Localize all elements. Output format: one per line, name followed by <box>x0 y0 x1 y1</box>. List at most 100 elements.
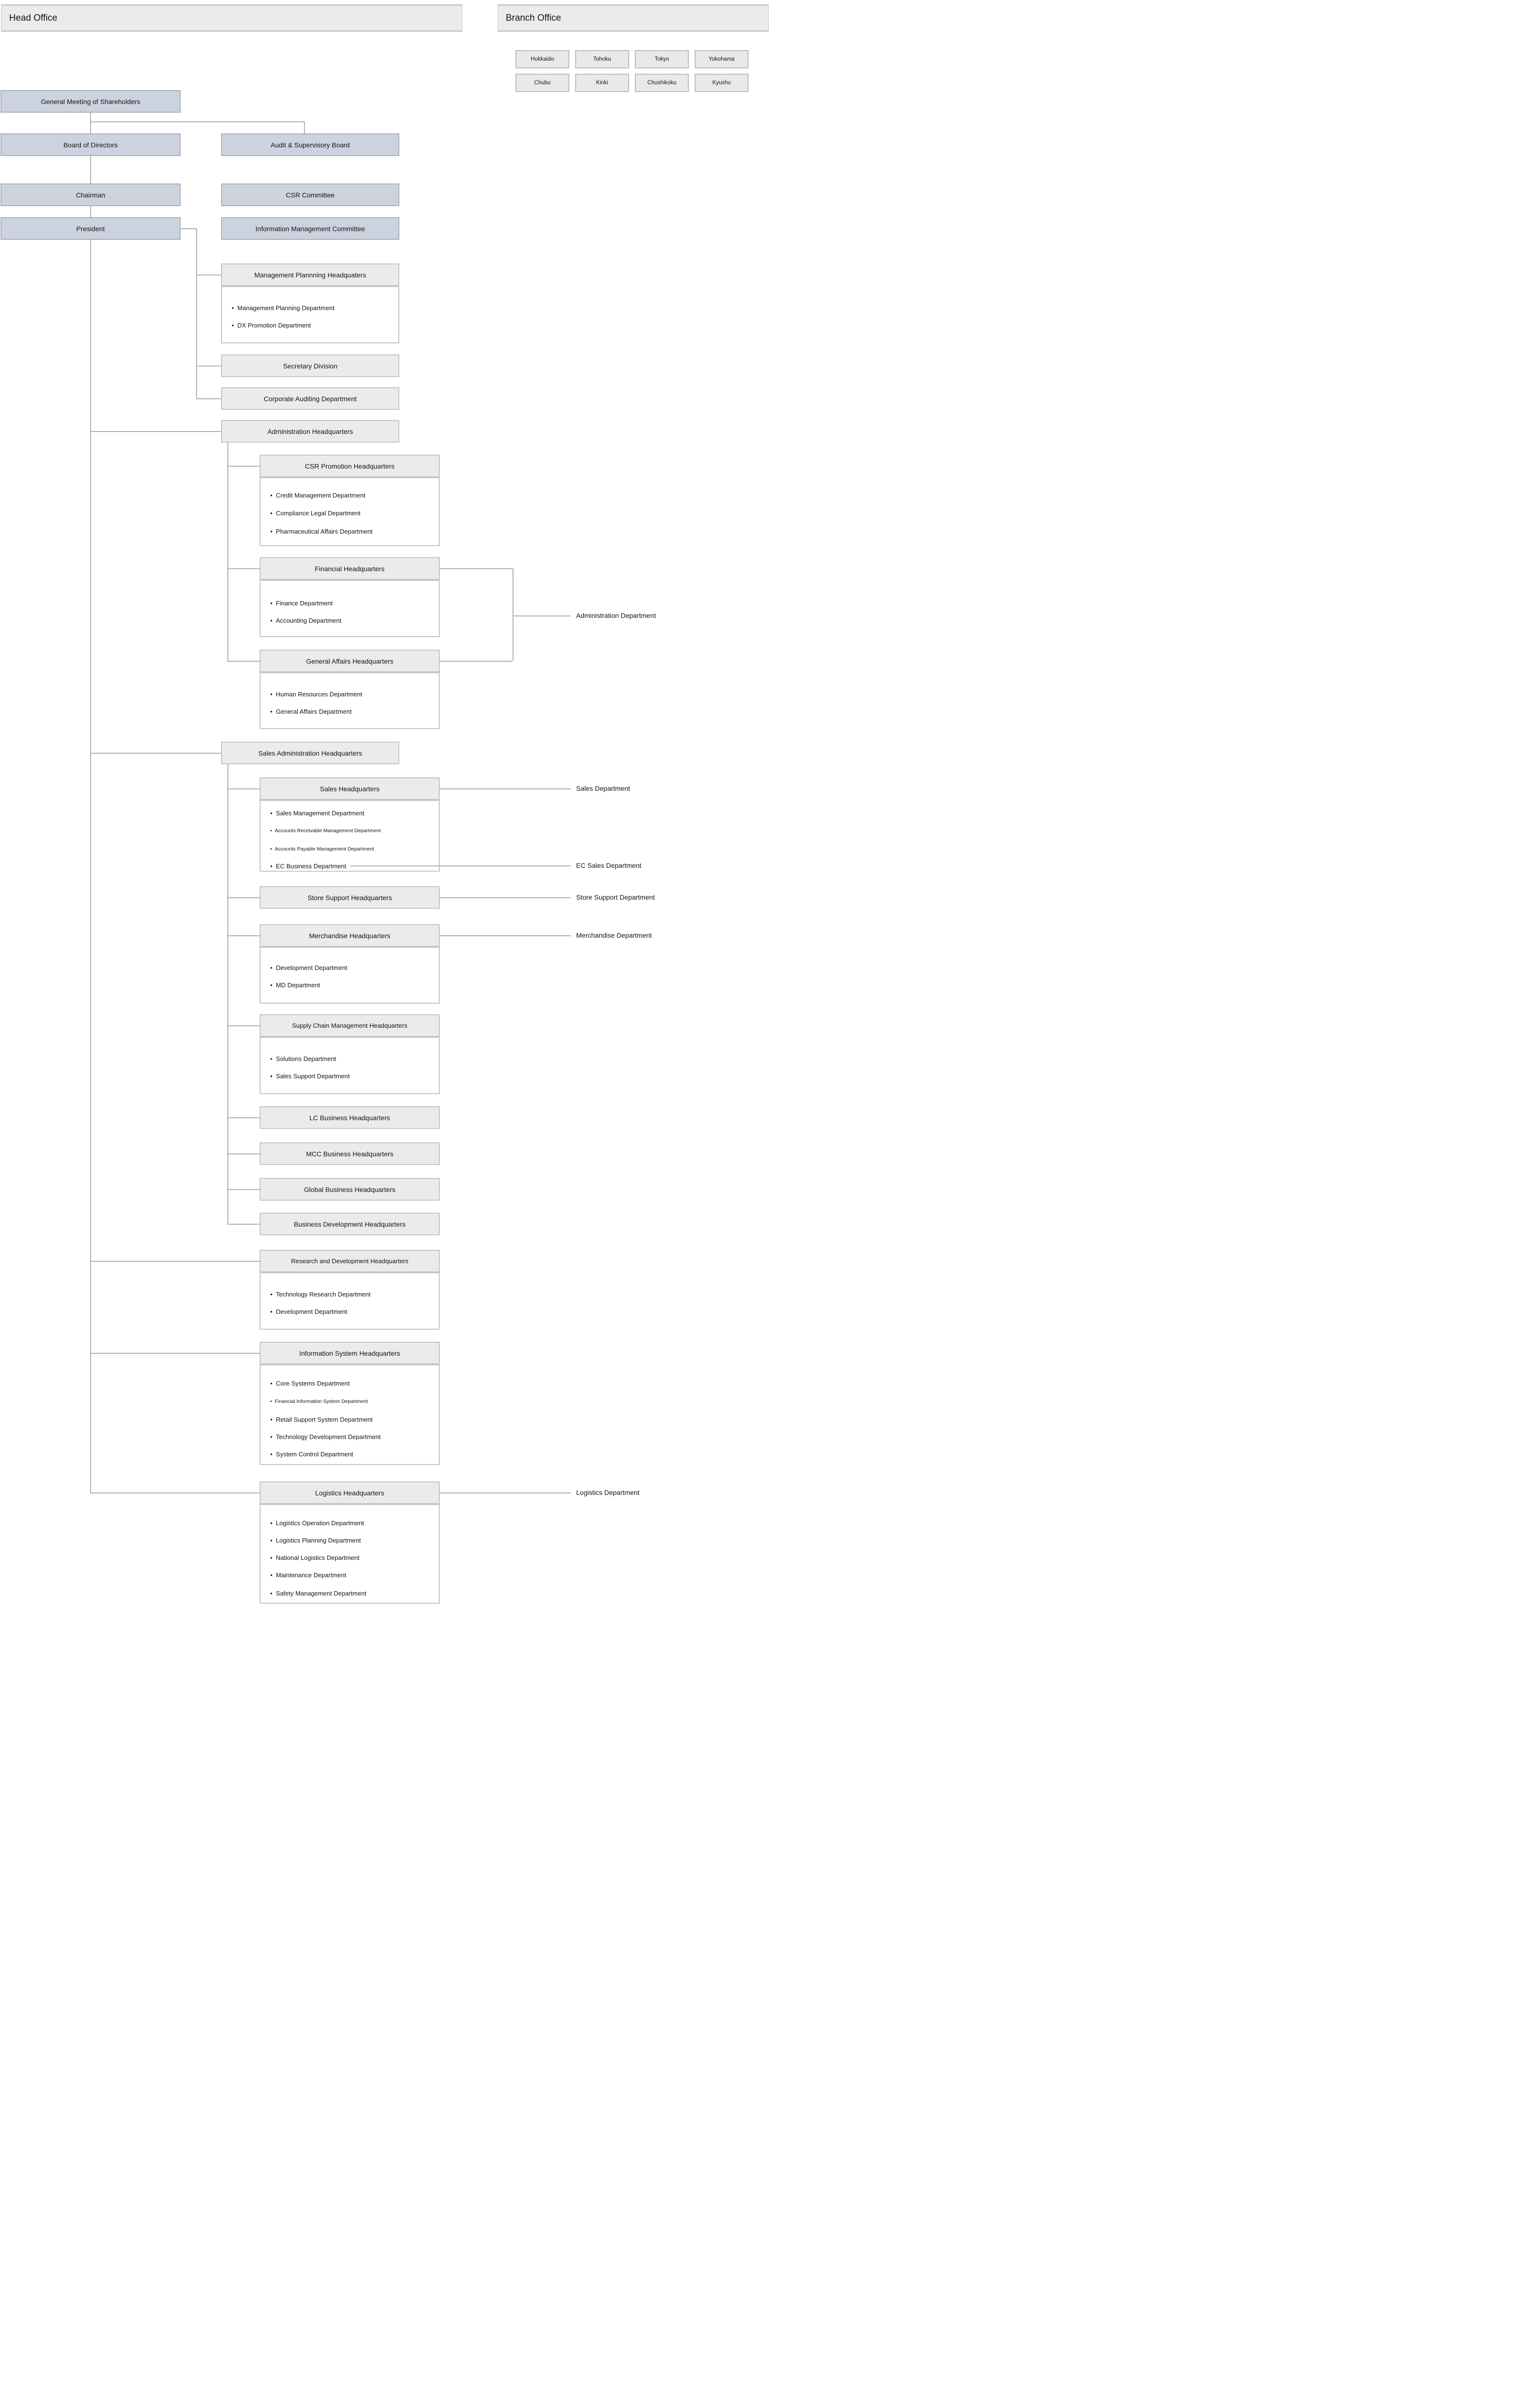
secretary-division-box: Secretary Division <box>221 354 399 377</box>
ec-sales-department-label: EC Sales Department <box>576 862 642 869</box>
connector <box>227 1224 260 1225</box>
sales-administration-hq-box: Sales Administration Headquarters <box>221 742 399 764</box>
department-item: System Control Department <box>270 1451 353 1458</box>
administration-hq-box: Administration Headquarters <box>221 420 399 443</box>
connector <box>227 764 228 1224</box>
department-item: Compliance Legal Department <box>270 510 361 517</box>
financial-hq-departments: Finance Department Accounting Department <box>260 580 440 637</box>
connector <box>90 1261 260 1262</box>
administration-department-label: Administration Department <box>576 612 656 619</box>
connector <box>227 661 260 662</box>
department-item: Safety Management Department <box>270 1590 367 1597</box>
connector <box>227 466 260 467</box>
department-item: Pharmaceutical Affairs Department <box>270 528 373 536</box>
department-item: Human Resources Department <box>270 691 362 698</box>
branch-box-chushikoku: Chushikoku <box>635 74 689 92</box>
department-item: MD Department <box>270 982 320 989</box>
department-item: Technology Development Department <box>270 1433 381 1441</box>
connector <box>227 1153 260 1154</box>
global-business-hq-box: Global Business Headquarters <box>260 1178 440 1201</box>
department-item: Finance Department <box>270 600 333 607</box>
store-support-department-label: Store Support Department <box>576 893 655 901</box>
department-item: Development Department <box>270 1308 347 1316</box>
connector <box>90 121 304 122</box>
lc-business-hq-box: LC Business Headquarters <box>260 1106 440 1129</box>
department-item: Financial Information System Department <box>270 1398 368 1405</box>
department-item: Retail Support System Department <box>270 1416 373 1424</box>
department-item: Core Systems Department <box>270 1380 350 1387</box>
connector <box>90 156 91 183</box>
board-of-directors-box: Board of Directors <box>0 133 181 156</box>
connector <box>304 121 305 133</box>
connector <box>351 865 571 866</box>
store-support-hq-box: Store Support Headquarters <box>260 886 440 909</box>
general-meeting-box: General Meeting of Shareholders <box>0 90 181 113</box>
head-office-header: Head Office <box>1 4 462 32</box>
connector <box>196 228 197 398</box>
audit-supervisory-board-box: Audit & Supervisory Board <box>221 133 399 156</box>
connector <box>90 1353 260 1354</box>
department-item: Logistics Planning Department <box>270 1537 361 1544</box>
connector <box>90 206 91 217</box>
connector <box>227 568 260 569</box>
branch-box-kinki: Kinki <box>575 74 629 92</box>
sales-department-label: Sales Department <box>576 785 631 792</box>
branch-box-kyushu: Kyushu <box>695 74 749 92</box>
connector <box>227 788 260 789</box>
chairman-box: Chairman <box>0 183 181 206</box>
department-item: Sales Support Department <box>270 1073 350 1080</box>
connector <box>440 1492 571 1493</box>
connector <box>90 431 221 432</box>
department-item: Logistics Operation Department <box>270 1519 364 1527</box>
sales-hq-departments: Sales Management Department Accounts Rec… <box>260 800 440 872</box>
connector <box>440 788 571 789</box>
department-item: Accounting Department <box>270 617 342 625</box>
connector <box>196 398 221 399</box>
connector <box>90 240 91 1492</box>
connector <box>227 1025 260 1026</box>
rnd-hq-box: Research and Development Headquarters <box>260 1250 440 1272</box>
merchandise-department-label: Merchandise Department <box>576 931 652 939</box>
corporate-auditing-box: Corporate Auditing Department <box>221 387 399 410</box>
department-item: Technology Research Department <box>270 1291 371 1298</box>
rnd-hq-departments: Technology Research Department Developme… <box>260 1272 440 1330</box>
csr-promotion-hq-departments: Credit Management Department Compliance … <box>260 477 440 546</box>
connector <box>513 615 571 616</box>
merchandise-hq-box: Merchandise Headquarters <box>260 924 440 947</box>
management-planning-hq-departments: Management Planning Department DX Promot… <box>221 286 399 343</box>
department-item: Accounts Receivable Management Departmen… <box>270 827 381 835</box>
department-item: DX Promotion Department <box>232 322 311 329</box>
connector <box>440 661 513 662</box>
connector <box>227 897 260 898</box>
information-system-hq-box: Information System Headquarters <box>260 1342 440 1364</box>
department-item: National Logistics Department <box>270 1554 359 1562</box>
supply-chain-hq-departments: Solutions Department Sales Support Depar… <box>260 1037 440 1094</box>
connector <box>227 443 228 661</box>
general-affairs-hq-departments: Human Resources Department General Affai… <box>260 672 440 729</box>
branch-box-chubu: Chubu <box>515 74 569 92</box>
department-item: EC Business Department <box>270 863 346 870</box>
branch-box-yokohama: Yokohama <box>695 50 749 68</box>
department-item: Accounts Payable Management Department <box>270 845 374 853</box>
info-mgmt-committee-box: Information Management Committee <box>221 217 399 240</box>
csr-committee-box: CSR Committee <box>221 183 399 206</box>
branch-box-hokkaido: Hokkaido <box>515 50 569 68</box>
connector <box>90 113 91 133</box>
connector <box>227 1117 260 1118</box>
logistics-hq-box: Logistics Headquarters <box>260 1481 440 1504</box>
csr-promotion-hq-box: CSR Promotion Headquarters <box>260 455 440 477</box>
department-item: Sales Management Department <box>270 810 365 817</box>
department-item: General Affairs Department <box>270 708 352 716</box>
supply-chain-hq-box: Supply Chain Management Headquarters <box>260 1014 440 1037</box>
business-development-hq-box: Business Development Headquarters <box>260 1213 440 1235</box>
connector <box>90 1492 260 1493</box>
department-item: Credit Management Department <box>270 492 366 499</box>
org-chart: Head Office Branch Office Hokkaido Tohok… <box>0 0 770 1606</box>
department-item: Development Department <box>270 964 347 972</box>
branch-office-header: Branch Office <box>498 4 769 32</box>
logistics-department-label: Logistics Department <box>576 1489 640 1496</box>
connector <box>440 568 513 569</box>
connector <box>440 897 571 898</box>
branch-box-tohoku: Tohoku <box>575 50 629 68</box>
connector <box>440 935 571 936</box>
